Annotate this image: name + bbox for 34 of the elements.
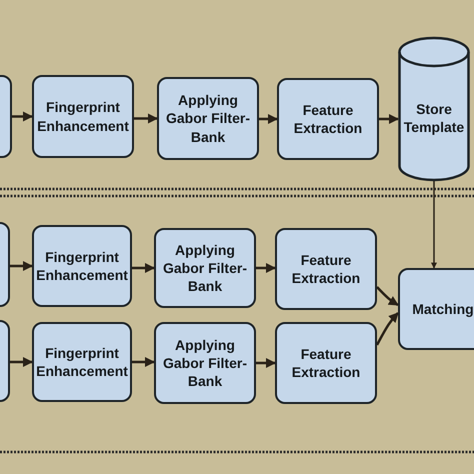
arrow [259, 114, 278, 124]
arrow [12, 112, 33, 122]
node-label: Applying Gabor Filter-Bank [162, 336, 248, 390]
arrow [376, 312, 399, 346]
process-box [275, 228, 377, 310]
arrow [256, 263, 276, 273]
arrow [256, 358, 276, 368]
node-label: Applying Gabor Filter-Bank [162, 240, 248, 296]
node-label: Fingerprint Enhancement [35, 344, 129, 380]
arrow [10, 261, 33, 271]
process-box [275, 322, 377, 404]
node-label: Store Template [402, 100, 466, 136]
node-label: Feature Extraction [292, 100, 364, 138]
process-box [32, 225, 132, 307]
process-box [157, 77, 259, 160]
node-label: Fingerprint Enhancement [35, 248, 129, 284]
arrow [132, 263, 155, 273]
arrow [376, 286, 399, 306]
process-box [277, 78, 379, 160]
arrow [379, 114, 399, 124]
arrow [132, 357, 155, 367]
node-label: Feature Extraction [290, 344, 362, 382]
node-label: Matching [411, 300, 474, 318]
arrow [431, 180, 437, 269]
node-label: Fingerprint Enhancement [36, 98, 130, 135]
arrow [10, 357, 33, 367]
process-box [32, 322, 132, 402]
process-box [154, 228, 256, 308]
process-box [32, 75, 134, 158]
process-box [398, 268, 474, 350]
arrow [134, 114, 158, 124]
process-box [154, 322, 256, 404]
node-label: Feature Extraction [290, 250, 362, 288]
node-label: Applying Gabor Filter-Bank [164, 91, 251, 146]
